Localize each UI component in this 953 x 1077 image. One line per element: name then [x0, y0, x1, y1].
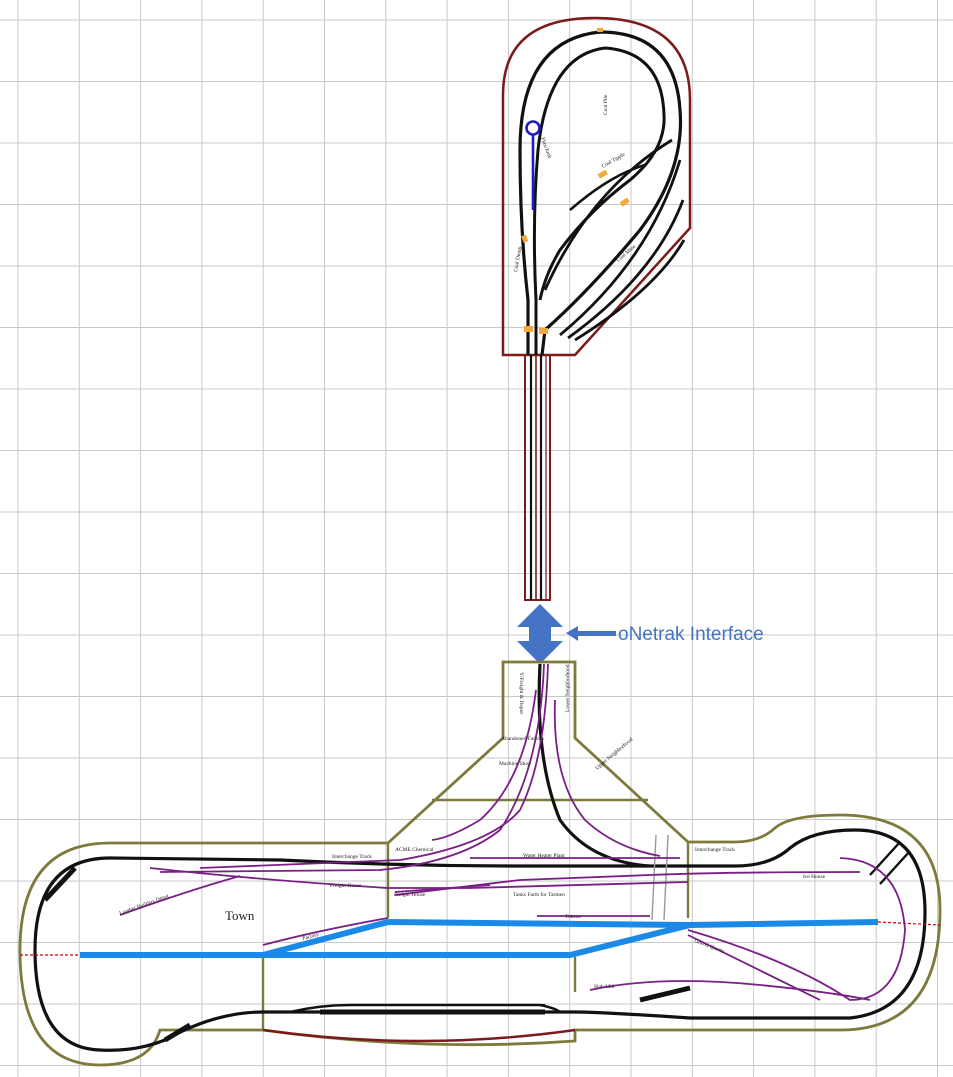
- lower-neighborhood-label: Lower Neighborhood: [565, 664, 571, 712]
- mine-loop-track: [518, 30, 683, 356]
- interchange-track-right-label: Interchange Track: [695, 847, 735, 853]
- onetrak-interface-marker: oNetrak Interface: [517, 604, 764, 664]
- lumber-yard-label: Lumber Builders Depot: [119, 893, 171, 917]
- interface-label: oNetrak Interface: [618, 624, 764, 645]
- mine-tie-markers: [521, 28, 630, 334]
- mine-spur-4: [574, 239, 686, 342]
- turntable-icon: [525, 120, 541, 136]
- tokens-label: Tokens: [565, 914, 581, 920]
- tanks-farm-label: Tanks Farm for Tarmen: [513, 891, 565, 898]
- right-bridge: [869, 841, 911, 885]
- pointer-arrow-icon: [566, 626, 616, 641]
- mine-spur-2: [559, 159, 682, 337]
- interchange-track-label: Interchange Track: [332, 854, 372, 860]
- coal-tipple-label: Coal Tipple: [601, 151, 627, 169]
- center-bridge: [651, 834, 669, 921]
- industry-spurs: [119, 663, 906, 1001]
- abandoned-factory-label: Abandoned Factory: [501, 736, 545, 742]
- water-heater-plant-label: Water Heater Plant: [523, 853, 565, 859]
- mine-inner-loop-track: [532, 46, 666, 355]
- machine-shop-label: Machine Shop: [499, 761, 531, 767]
- mine-spur-1: [543, 138, 673, 291]
- mine-spur-3: [567, 199, 685, 340]
- factory-label: Factory: [302, 932, 320, 942]
- freight-house-label: Freight House: [330, 883, 362, 889]
- double-arrow-icon: [517, 604, 563, 664]
- roads: [80, 919, 879, 958]
- front-dark-border: [262, 1028, 576, 1043]
- main-benchwork-border: [18, 660, 942, 1067]
- slab-mill-label: Slab Mill: [594, 984, 615, 990]
- main-line-track: [33, 663, 927, 1052]
- town-label: Town: [225, 908, 255, 923]
- coal-mine-benchwork-border: [501, 16, 692, 357]
- ice-house-label: Ice House: [803, 874, 826, 880]
- mine-spur-5: [569, 163, 646, 211]
- upper-neighborhood-label: Upper Neighborhood: [594, 737, 634, 772]
- coal-mine-area: Coal Pile Flux/Junk Coal Tipple Coal Min…: [501, 16, 692, 601]
- coal-dump-label: Coal Dump: [513, 246, 523, 272]
- main-layout: Town Y/Freight & Depot Lower Neighborhoo…: [18, 660, 942, 1067]
- freight-house-2-label: Freight House: [394, 892, 426, 898]
- acme-chemical-label: ACME Chemical: [395, 847, 434, 853]
- flux-mine-label: Flux/Junk: [539, 137, 552, 160]
- coal-pile-label: Coal Pile: [603, 94, 609, 115]
- yfreight-label: Y/Freight & Depot: [518, 672, 524, 714]
